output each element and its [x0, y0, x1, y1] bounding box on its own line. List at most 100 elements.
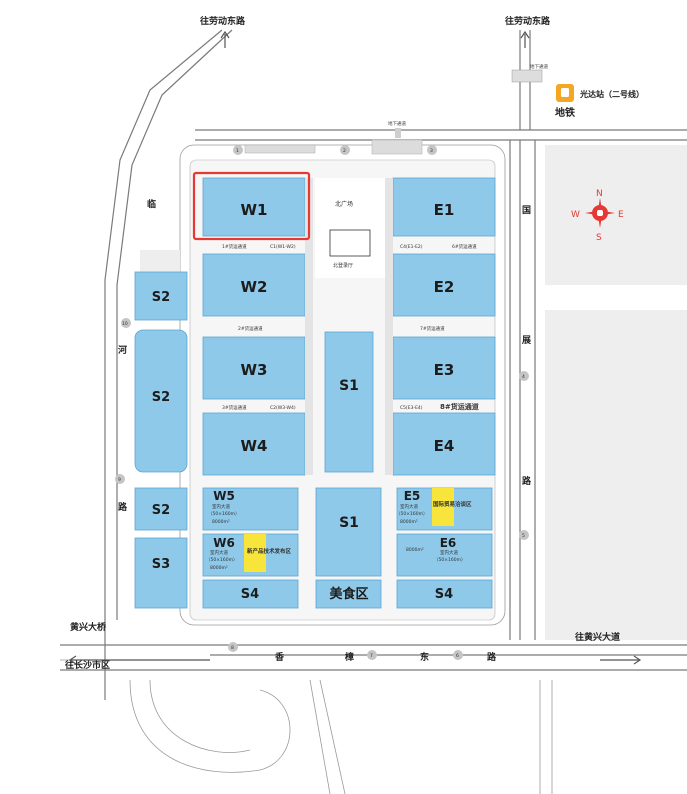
passage-labels: 1#货运通道 C1(W1-W2) C4(E1-E2) 6#货运通道 2#货运通道… — [222, 243, 479, 411]
passage-c2: C2(W3-W4) — [270, 405, 296, 411]
gate-4: 4 — [522, 374, 525, 380]
center-halls — [315, 331, 382, 609]
hall-labels: W1 W2 W3 W4 E1 E2 E3 E4 S1 S1 美食区 S2 S2 … — [152, 201, 472, 602]
north-plaza-label: 北广场 — [335, 200, 353, 208]
north-hall-label: 北登录厅 — [333, 262, 353, 269]
metro-info: 地下通道 光达站（二号线） 地铁 — [511, 63, 644, 119]
top-roads: 往劳动东路 往劳动东路 — [200, 15, 551, 48]
compass-s: S — [596, 233, 602, 243]
road-west-1: 临 — [147, 198, 156, 210]
hall-e5-area: 8000m² — [400, 519, 418, 525]
road-north-right: 往劳动东路 — [505, 15, 551, 27]
hall-w6-area: 8000m² — [210, 565, 228, 571]
hall-w4: W4 — [241, 437, 268, 455]
hall-e5-sub1: 室内大道 — [400, 503, 418, 510]
hall-w6-sub1: 室内大道 — [210, 549, 228, 556]
hall-e5-sub2: （50×160m） — [396, 511, 427, 517]
hall-w5-sub1: 室内大道 — [212, 503, 230, 510]
hall-e5-tag: 国际贸易洽谈区 — [433, 500, 472, 508]
compass-n: N — [596, 189, 603, 199]
compass: N S E W — [571, 189, 624, 243]
metro-label: 地铁 — [555, 106, 575, 119]
hall-w5: W5 — [213, 489, 235, 503]
arrow-left-icon — [68, 655, 210, 665]
road-south-3: 东 — [420, 651, 429, 663]
hall-w1: W1 — [241, 201, 268, 219]
hall-s2-c: S2 — [152, 503, 170, 518]
city-direction-label: 往长沙市区 — [65, 659, 110, 671]
highlight-frame — [192, 171, 311, 241]
hall-w6-tag: 新产品技术发布区 — [247, 547, 292, 555]
arrow-up-right-icon — [520, 30, 530, 48]
passage-2: 2#货运通道 — [238, 325, 263, 332]
gate-markers: 1 2 3 4 5 6 7 8 9 10 — [115, 145, 529, 660]
surrounding-blocks — [140, 145, 687, 640]
hall-w6-sub2: （50×160m） — [206, 557, 237, 563]
compass-w: W — [571, 210, 580, 220]
hall-s4-left: S4 — [241, 587, 259, 602]
road-south-4: 路 — [487, 651, 497, 663]
gate-1: 1 — [236, 148, 239, 154]
hall-s1-bottom: S1 — [339, 515, 359, 531]
arrow-right-icon — [600, 655, 642, 665]
road-southeast: 往黄兴大道 — [575, 631, 620, 643]
passage-c5: C5(E3-E4) — [400, 405, 423, 411]
hall-s3: S3 — [152, 557, 170, 572]
metro-passage-label: 地下通道 — [530, 63, 548, 70]
compass-e: E — [618, 210, 624, 220]
metro-station-name: 光达站（二号线） — [579, 89, 644, 99]
gate-8: 8 — [231, 645, 234, 651]
north-facilities: 地下通道 — [244, 120, 423, 155]
hall-s2-b: S2 — [152, 390, 170, 405]
gate-2: 2 — [343, 148, 346, 154]
hall-w5-area: 8000m² — [212, 519, 230, 525]
passage-1: 1#货运通道 — [222, 243, 247, 250]
hall-s2-a: S2 — [152, 290, 170, 305]
highlight-tags — [244, 488, 454, 572]
hall-w6: W6 — [213, 536, 235, 550]
gate-5: 5 — [522, 533, 525, 539]
passage-6: 6#货运通道 — [452, 243, 477, 250]
north-passage-label: 地下通道 — [388, 120, 406, 127]
gate-9: 9 — [118, 477, 121, 483]
road-north-left: 往劳动东路 — [200, 15, 246, 27]
hall-w2: W2 — [241, 278, 268, 296]
hall-w5-sub2: （50×160m） — [208, 511, 239, 517]
hall-e6-area: 8000m² — [406, 547, 424, 553]
hall-e2: E2 — [434, 278, 455, 296]
passage-3: 3#货运通道 — [222, 404, 247, 411]
east-halls — [385, 177, 496, 476]
hall-s4-right: S4 — [435, 587, 453, 602]
road-west-3: 路 — [118, 501, 128, 513]
hall-e4: E4 — [434, 437, 455, 455]
hall-e1: E1 — [434, 201, 455, 219]
hall-e6-sub1: 室内大道 — [440, 549, 458, 556]
hall-e6: E6 — [440, 536, 457, 550]
road-east-3: 路 — [522, 475, 532, 487]
west-halls — [202, 177, 313, 476]
gate-7: 7 — [370, 653, 373, 659]
hall-w3: W3 — [241, 361, 268, 379]
road-south-1: 香 — [274, 651, 285, 663]
road-west-2: 河 — [118, 344, 127, 356]
road-east-1: 国 — [522, 205, 531, 216]
food-area: 美食区 — [329, 586, 368, 602]
gate-3: 3 — [430, 148, 433, 154]
passage-8: 8#货运通道 — [440, 402, 479, 411]
gate-6: 6 — [456, 653, 459, 659]
passage-7: 7#货运通道 — [420, 325, 445, 332]
side-roads: 临 河 路 国 展 路 香 樟 东 路 往黄兴大道 黄兴大桥 往长沙市区 — [65, 198, 642, 671]
north-plaza: 北广场 北登录厅 — [315, 178, 385, 278]
road-east-2: 展 — [522, 335, 531, 346]
hall-e3: E3 — [434, 361, 455, 379]
hall-e5: E5 — [404, 489, 421, 503]
gate-10: 10 — [122, 321, 128, 327]
hall-e6-sub2: （50×160m） — [434, 557, 465, 563]
bridge-label: 黄兴大桥 — [70, 621, 107, 633]
passage-c1: C1(W1-W2) — [270, 244, 296, 250]
hall-s1-top: S1 — [339, 378, 359, 394]
passage-c4: C4(E1-E2) — [400, 244, 423, 250]
road-south-2: 樟 — [344, 651, 354, 663]
arrow-up-left-icon — [220, 30, 230, 48]
